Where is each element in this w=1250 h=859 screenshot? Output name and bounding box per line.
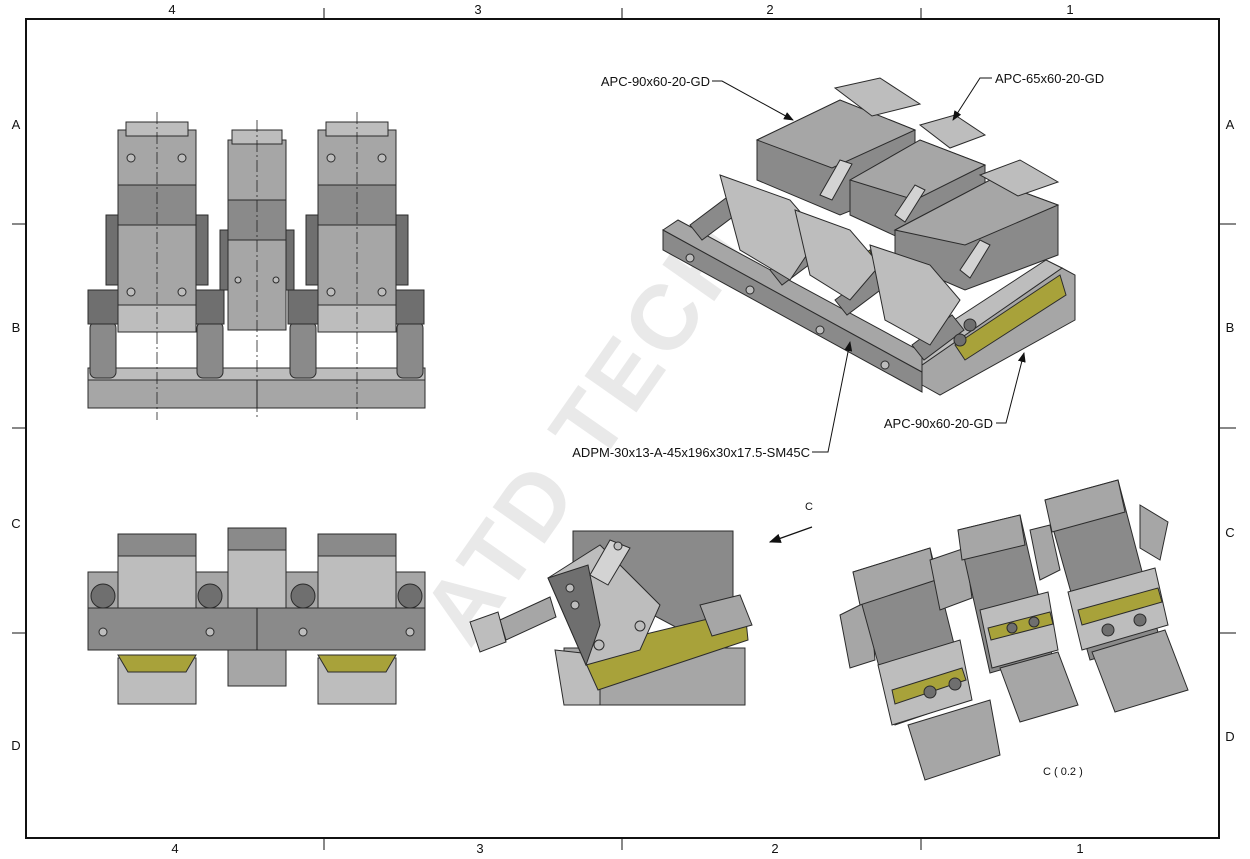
callout-clamp-top-left: APC-90x60-20-GD [601,74,710,89]
zone-left-d: D [11,738,20,753]
zone-right-c: C [1225,525,1234,540]
zone-top-1: 1 [1066,2,1073,17]
view-arrow-c: C [768,501,813,543]
zone-top-3: 3 [474,2,481,17]
callout-clamp-bottom-right: APC-90x60-20-GD [884,416,993,431]
zone-right-d: D [1225,729,1234,744]
view-arrow-label: C [805,501,813,513]
zone-left-a: A [12,117,21,132]
top-view [87,527,426,705]
zone-left-b: B [12,320,21,335]
isometric-view [662,77,1076,396]
callout-clamp-top-right: APC-65x60-20-GD [995,71,1104,86]
zone-ticks [12,8,1236,850]
zone-top-2: 2 [766,2,773,17]
detail-view-label: C ( 0.2 ) [1043,766,1083,778]
leader-lines [712,77,1026,453]
front-view [87,112,426,420]
side-view [469,530,753,706]
zone-right-a: A [1226,117,1235,132]
zone-bottom-1: 1 [1076,841,1083,856]
zone-bottom-2: 2 [771,841,778,856]
callout-base-plate: ADPM-30x13-A-45x196x30x17.5-SM45C [572,445,810,460]
zone-top-4: 4 [168,2,175,17]
zone-bottom-3: 3 [476,841,483,856]
zone-left-c: C [11,516,20,531]
detail-view-c [839,479,1189,781]
zone-right-b: B [1226,320,1235,335]
zone-bottom-4: 4 [171,841,178,856]
